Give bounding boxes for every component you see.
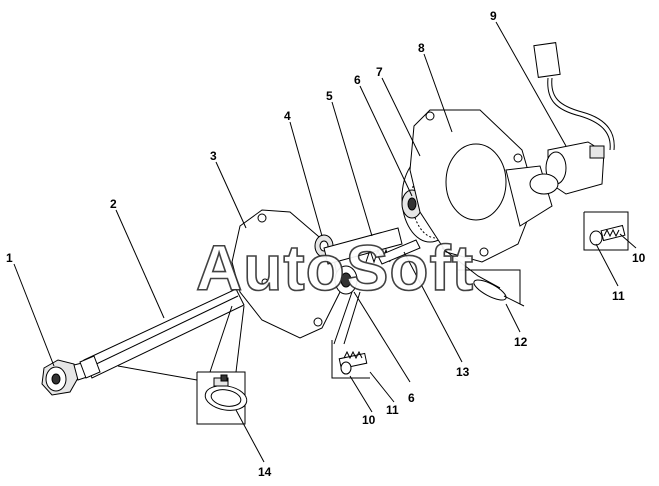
callout-4: 4 bbox=[284, 109, 291, 123]
callout-13: 13 bbox=[456, 365, 470, 379]
part-2-rod bbox=[79, 288, 245, 379]
callout-11-right: 11 bbox=[612, 289, 625, 303]
callout-11-left: 11 bbox=[386, 403, 399, 417]
callout-10-right: 10 bbox=[632, 251, 646, 265]
part-12-lever bbox=[441, 247, 525, 307]
callout-5: 5 bbox=[326, 89, 333, 103]
part-14-clamp bbox=[196, 371, 248, 425]
callout-6-upper: 6 bbox=[354, 73, 361, 87]
part-5-shaft bbox=[323, 227, 403, 265]
part-6-washer-lower bbox=[334, 265, 358, 295]
part-9-solenoid bbox=[529, 42, 615, 195]
part-3-cover bbox=[231, 209, 341, 339]
callout-2: 2 bbox=[110, 197, 117, 211]
leader-lines bbox=[13, 21, 637, 463]
callout-8: 8 bbox=[418, 41, 425, 55]
part-13-pin bbox=[377, 239, 421, 265]
callout-7: 7 bbox=[376, 65, 383, 79]
callout-6-lower: 6 bbox=[408, 391, 415, 405]
callout-labels: 1 2 3 4 5 6 6 7 8 9 10 10 11 11 12 13 14 bbox=[6, 9, 646, 479]
bolt-group-right bbox=[583, 211, 629, 251]
watermark-logo: AutoSoft bbox=[196, 232, 474, 304]
callout-12: 12 bbox=[514, 335, 528, 349]
callout-10-left: 10 bbox=[362, 413, 376, 427]
callout-14: 14 bbox=[258, 465, 272, 479]
callout-3: 3 bbox=[210, 149, 217, 163]
callout-9: 9 bbox=[490, 9, 497, 23]
bolt-group-left bbox=[331, 340, 370, 379]
callout-1: 1 bbox=[6, 251, 13, 265]
